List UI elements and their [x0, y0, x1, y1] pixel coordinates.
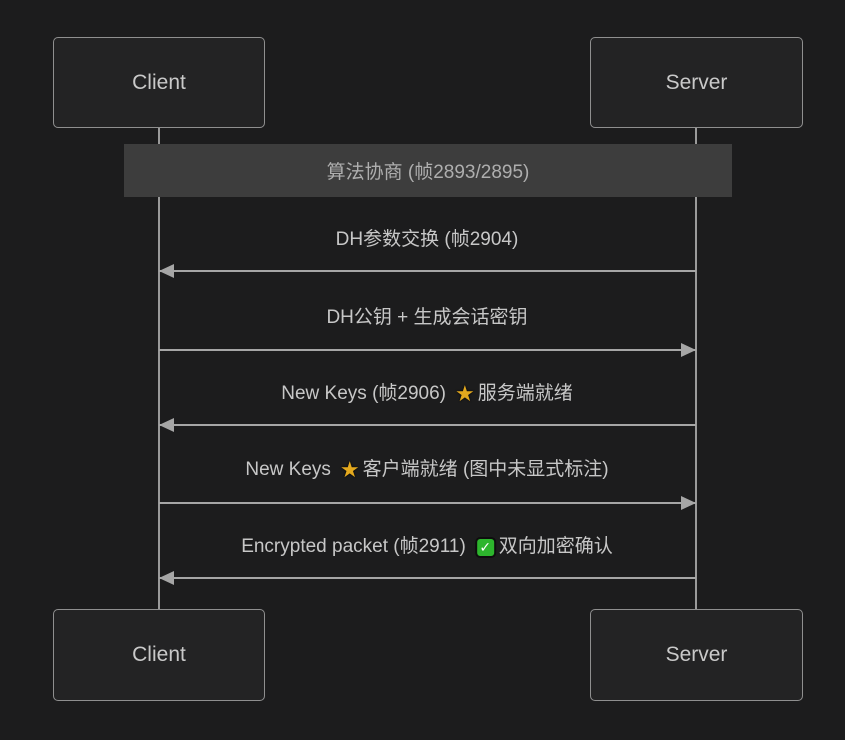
star-icon: ★ — [339, 457, 360, 482]
arrowhead-left-icon — [159, 571, 174, 585]
message-3-suffix: 服务端就绪 — [477, 383, 573, 404]
actor-client-label: Client — [132, 643, 186, 666]
message-3-text: New Keys (帧2906) — [281, 383, 446, 404]
message-label-3: New Keys (帧2906) ★ 服务端就绪 — [281, 381, 572, 407]
actor-server-top: Server — [590, 37, 803, 128]
message-line-5 — [159, 577, 696, 579]
lifeline-client — [158, 128, 160, 609]
actor-client-top: Client — [53, 37, 265, 128]
check-icon: ✓ — [474, 536, 496, 558]
message-label-2: DH公钥 + 生成会话密钥 — [326, 305, 527, 331]
arrowhead-left-icon — [159, 418, 174, 432]
message-4-suffix: 客户端就绪 (图中未显式标注) — [362, 459, 609, 480]
note-text: 算法协商 (帧2893/2895) — [326, 162, 530, 183]
message-line-4 — [159, 502, 696, 504]
lifeline-server — [695, 128, 697, 609]
note-band: 算法协商 (帧2893/2895) — [124, 144, 732, 197]
message-label-5: Encrypted packet (帧2911) ✓ 双向加密确认 — [241, 534, 613, 560]
arrowhead-right-icon — [681, 343, 696, 357]
actor-server-label: Server — [665, 70, 728, 94]
message-1-text: DH参数交换 (帧2904) — [335, 229, 519, 250]
message-5-text: Encrypted packet (帧2911) — [241, 536, 466, 557]
arrowhead-right-icon — [681, 496, 696, 510]
actor-client-bottom: Client — [53, 609, 265, 701]
actor-client-label: Client — [132, 70, 186, 94]
actor-server-bottom: Server — [590, 609, 803, 701]
star-icon: ★ — [454, 381, 475, 406]
message-5-suffix: 双向加密确认 — [498, 536, 613, 557]
message-4-text: New Keys — [245, 459, 331, 480]
message-label-1: DH参数交换 (帧2904) — [336, 227, 519, 253]
message-2-text: DH公钥 + 生成会话密钥 — [326, 307, 528, 328]
message-line-1 — [159, 270, 696, 272]
message-line-3 — [159, 424, 696, 426]
arrowhead-left-icon — [159, 264, 174, 278]
actor-server-label: Server — [665, 643, 728, 666]
message-label-4: New Keys ★ 客户端就绪 (图中未显式标注) — [245, 457, 608, 483]
message-line-2 — [159, 349, 696, 351]
